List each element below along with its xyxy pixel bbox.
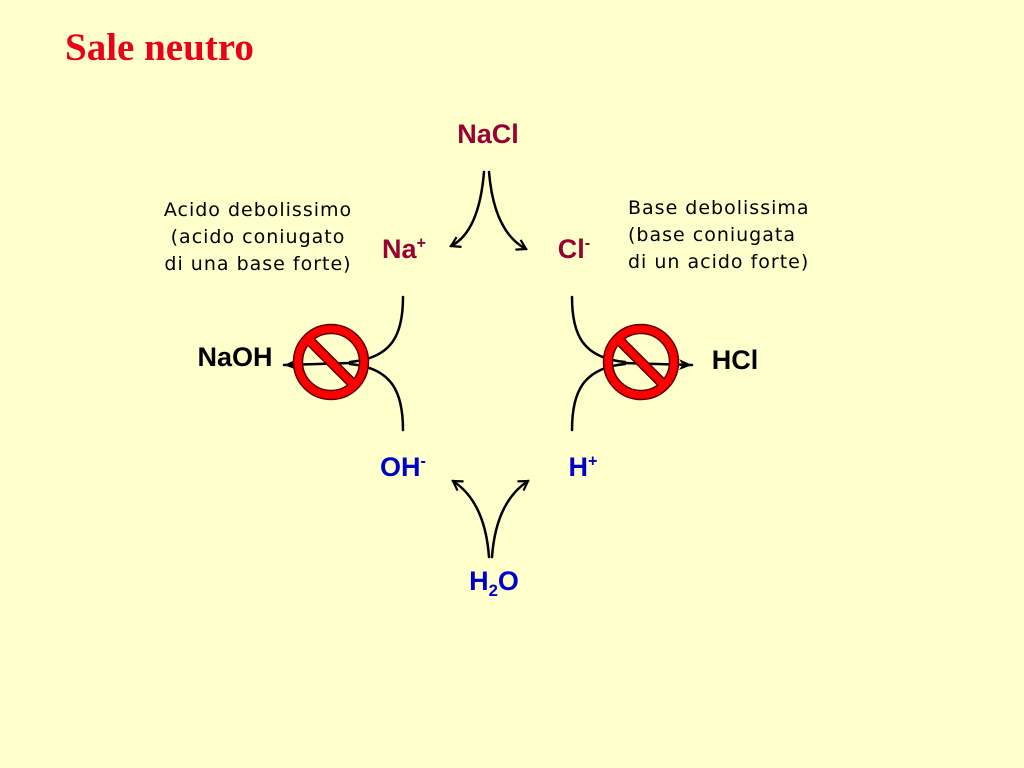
water-symbol-oxygen: O bbox=[497, 566, 519, 596]
anion-charge: - bbox=[584, 234, 591, 253]
salt-formula-text: NaCl bbox=[457, 119, 519, 149]
dissociation-arrow-to-cation bbox=[451, 170, 486, 246]
proton-charge: + bbox=[588, 452, 598, 471]
cation-note: Acido debolissimo (acido coniugato di un… bbox=[138, 197, 378, 278]
cation-charge: + bbox=[416, 234, 426, 253]
anion-label: Cl- bbox=[558, 234, 590, 264]
hydroxide-symbol: OH bbox=[380, 452, 421, 482]
cation-note-line: (acido coniugato bbox=[170, 226, 346, 248]
base-product-text: NaOH bbox=[197, 342, 273, 372]
anion-to-acid-curve bbox=[570, 295, 627, 364]
hydroxide-charge: - bbox=[420, 452, 426, 471]
anion-note: Base debolissima (base coniugata di un a… bbox=[628, 195, 810, 276]
prohibition-ring bbox=[604, 325, 678, 399]
salt-formula: NaCl bbox=[457, 119, 519, 149]
acid-formation-arrow bbox=[622, 359, 694, 371]
base-product-formula: NaOH bbox=[197, 342, 272, 372]
cation-note-line: di una base forte) bbox=[164, 253, 352, 275]
acid-product-text: HCl bbox=[711, 345, 759, 375]
hydroxide-label: OH- bbox=[380, 452, 426, 482]
proton-to-acid-curve bbox=[570, 362, 627, 432]
water-symbol-hydrogen: H bbox=[469, 566, 489, 596]
prohibition-icon bbox=[292, 323, 370, 401]
proton-label: H+ bbox=[569, 452, 598, 482]
anion-note-line: Base debolissima bbox=[628, 197, 810, 219]
prohibition-slash bbox=[305, 336, 357, 388]
autoionization-arrow-to-proton bbox=[490, 479, 528, 559]
autoionization-arrow-to-hydroxide bbox=[453, 479, 491, 559]
cation-symbol: Na bbox=[382, 234, 417, 264]
acid-product-formula: HCl bbox=[712, 345, 759, 375]
dissociation-arrow-to-anion bbox=[487, 170, 526, 249]
anion-note-line: di un acido forte) bbox=[628, 251, 810, 273]
water-subscript: 2 bbox=[488, 580, 498, 600]
anion-symbol: Cl bbox=[557, 234, 585, 264]
prohibition-icon bbox=[602, 323, 680, 401]
slide-title: Sale neutro bbox=[65, 26, 254, 69]
water-formula: H2O bbox=[469, 566, 519, 599]
prohibition-slash bbox=[615, 336, 667, 388]
cation-note-line: Acido debolissimo bbox=[163, 199, 353, 221]
proton-symbol: H bbox=[568, 452, 589, 482]
prohibition-ring bbox=[294, 325, 368, 399]
anion-note-line: (base coniugata bbox=[628, 224, 796, 246]
cation-label: Na+ bbox=[382, 234, 426, 264]
